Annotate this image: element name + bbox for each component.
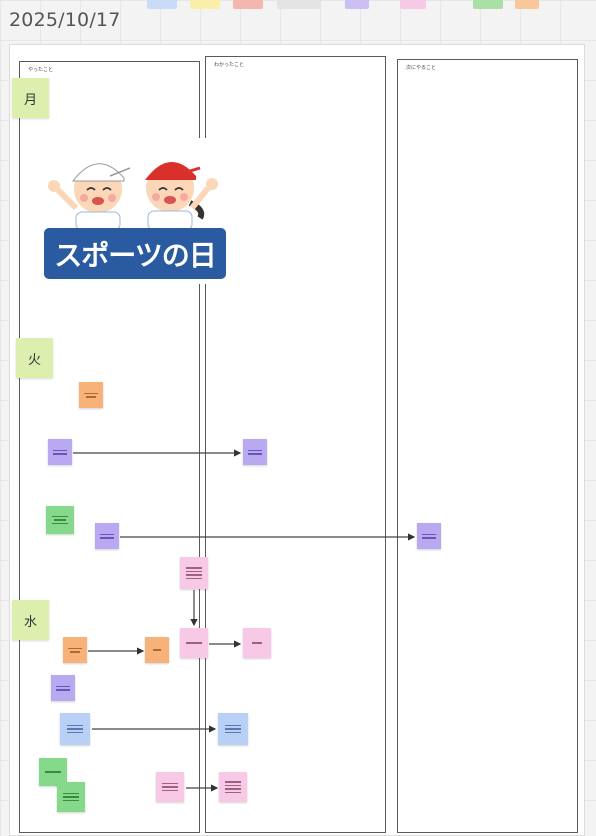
sticky-note[interactable] [180,557,208,589]
sticky-note[interactable] [60,713,90,745]
toolbar-swatch[interactable] [400,0,426,9]
connector-arrows [73,449,416,792]
sticky-note[interactable] [48,439,72,465]
toolbar-swatch[interactable] [473,0,503,9]
sticky-note[interactable] [46,506,74,534]
sticky-note[interactable] [243,439,267,465]
toolbar-swatch[interactable] [190,0,220,9]
toolbar-swatch[interactable] [147,0,177,9]
toolbar-swatch[interactable] [345,0,369,9]
column-title: やったこと [28,67,54,73]
sticky-note[interactable] [417,523,441,549]
toolbar-swatch[interactable] [277,0,321,9]
sticky-note[interactable] [51,675,75,701]
sticky-note[interactable] [79,382,103,408]
sticky-note[interactable] [39,758,67,786]
column-title: わかったこと [214,62,245,68]
sticky-note[interactable] [156,772,184,802]
sticky-note[interactable] [57,782,85,812]
sticky-note[interactable] [180,628,208,658]
day-label-wednesday[interactable]: 水 [12,600,49,640]
column-title: 次にやること [406,65,437,71]
two-children-icon [48,161,218,230]
date-label: 2025/10/17 [9,9,121,31]
sticky-note[interactable] [219,772,247,802]
sticky-note[interactable] [145,637,169,663]
day-label-monday[interactable]: 月 [12,78,49,118]
sticky-note[interactable] [218,713,248,745]
sports-day-banner: スポーツの日 [44,228,226,279]
day-label-tuesday[interactable]: 火 [16,338,53,378]
toolbar-swatch[interactable] [233,0,263,9]
toolbar-swatch[interactable] [515,0,539,9]
sticky-note[interactable] [243,628,271,658]
sticky-note[interactable] [95,523,119,549]
sticky-note[interactable] [63,637,87,663]
